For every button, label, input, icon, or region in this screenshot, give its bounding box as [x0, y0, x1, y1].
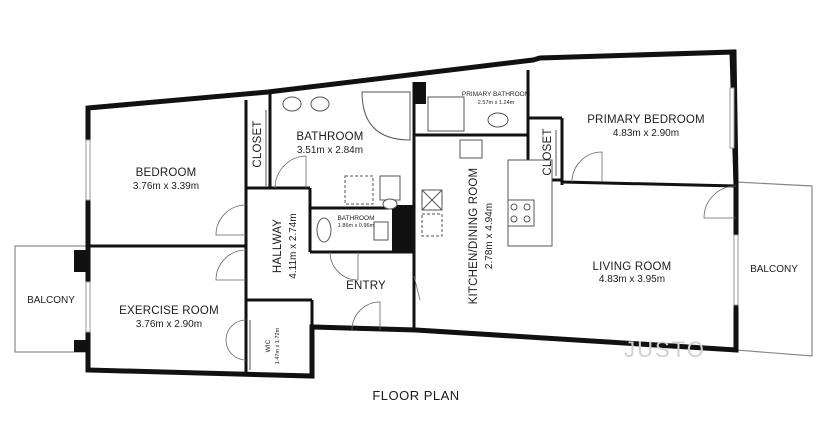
- bathroom-label: BATHROOM: [296, 131, 363, 143]
- column-block-3: [74, 340, 88, 352]
- primary-bathroom-dims: 2.57m x 1.24m: [478, 100, 515, 106]
- balcony-right-label: BALCONY: [750, 264, 798, 275]
- closet-left-label: CLOSET: [252, 120, 264, 167]
- living-room-dims: 4.83m x 3.95m: [599, 274, 665, 285]
- small-bathroom-dims: 1.86m x 0.96m: [338, 223, 375, 229]
- primary-bathroom-label: PRIMARY BATHROOM: [462, 91, 530, 98]
- hallway-dims: 4.11m x 2.74m: [288, 213, 299, 278]
- small-bathroom-fixtures: [316, 217, 389, 243]
- watermark: JUSTO: [624, 337, 706, 362]
- exercise-room-label: EXERCISE ROOM: [119, 305, 219, 317]
- exercise-room-dims: 3.76m x 2.90m: [136, 319, 202, 330]
- floor-plan-caption: FLOOR PLAN: [372, 388, 460, 403]
- closet-rails: [249, 110, 557, 370]
- wic-label: WIC: [265, 339, 272, 352]
- entry-label: ENTRY: [346, 280, 386, 292]
- windows: [85, 87, 739, 333]
- column-block: [392, 205, 414, 252]
- bedroom-dims: 3.76m x 3.39m: [133, 181, 199, 192]
- bathroom-dims: 3.51m x 2.84m: [297, 145, 363, 156]
- primary-bathroom-fixtures: [427, 96, 509, 132]
- kitchen-label: KITCHEN/DINING ROOM: [468, 168, 480, 305]
- kitchen-fixtures: [421, 139, 553, 247]
- primary-bedroom-label: PRIMARY BEDROOM: [587, 114, 705, 126]
- doors: [215, 151, 737, 361]
- closet-right-label: CLOSET: [542, 128, 554, 175]
- primary-bedroom-dims: 4.83m x 2.90m: [613, 128, 679, 139]
- outer-wall: [85, 49, 739, 379]
- balcony-left-label: BALCONY: [27, 295, 75, 306]
- kitchen-dims: 2.78m x 4.94m: [484, 203, 495, 269]
- wic-dims: 1.47m x 1.72m: [275, 327, 281, 364]
- small-bathroom-label: BATHROOM: [337, 215, 374, 222]
- hallway-label: HALLWAY: [272, 219, 284, 273]
- column-block-2: [74, 250, 88, 272]
- living-room-label: LIVING ROOM: [593, 261, 672, 273]
- column-block-4: [414, 82, 426, 104]
- bedroom-label: BEDROOM: [136, 167, 197, 179]
- bathroom-fixtures: [282, 91, 411, 210]
